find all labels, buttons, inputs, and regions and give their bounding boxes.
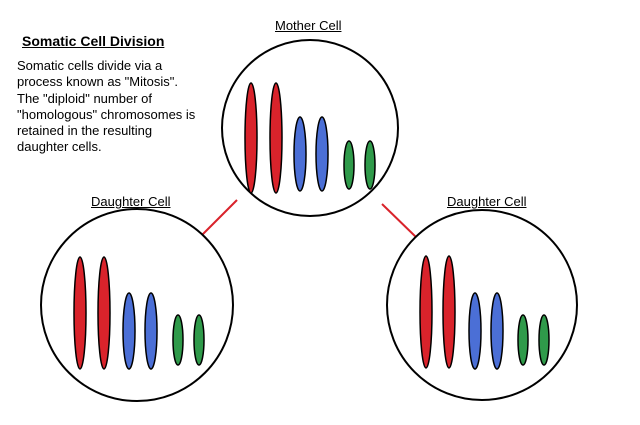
chromosome: [468, 292, 482, 370]
chromosome: [364, 140, 376, 190]
chromosome: [419, 255, 433, 369]
diagram-title: Somatic Cell Division: [22, 33, 165, 49]
description-line: "homologous" chromosomes is: [17, 106, 196, 122]
description-text: Somatic cells divide via a process known…: [17, 58, 217, 156]
description-line: process known as "Mitosis".: [17, 74, 178, 90]
chromosome: [293, 116, 307, 192]
chromosome: [343, 140, 355, 190]
chromosome: [490, 292, 504, 370]
chromosome: [172, 314, 184, 366]
description-line: retained in the resulting: [17, 123, 153, 139]
mother-cell-label: Mother Cell: [275, 18, 342, 33]
chromosome: [244, 82, 258, 194]
right-daughter-cell-membrane: [386, 209, 578, 401]
description-line: The "diploid" number of: [17, 90, 152, 106]
description-line: daughter cells.: [17, 139, 102, 155]
chromosome: [144, 292, 158, 370]
chromosome: [538, 314, 550, 366]
chromosome: [73, 256, 87, 370]
right-daughter-cell-label: Daughter Cell: [447, 194, 527, 209]
chromosome: [442, 255, 456, 369]
mother-cell: [221, 39, 399, 217]
left-daughter-cell-membrane: [40, 208, 234, 402]
left-daughter-cell-label: Daughter Cell: [91, 194, 171, 209]
chromosome: [122, 292, 136, 370]
chromosome: [193, 314, 205, 366]
chromosome: [315, 116, 329, 192]
description-line: Somatic cells divide via a: [17, 58, 163, 73]
connector-right: [381, 203, 419, 240]
right-daughter-cell: [386, 209, 578, 401]
chromosome: [517, 314, 529, 366]
chromosome: [97, 256, 111, 370]
chromosome: [269, 82, 283, 194]
left-daughter-cell: [40, 208, 234, 402]
connector-left: [200, 199, 238, 237]
